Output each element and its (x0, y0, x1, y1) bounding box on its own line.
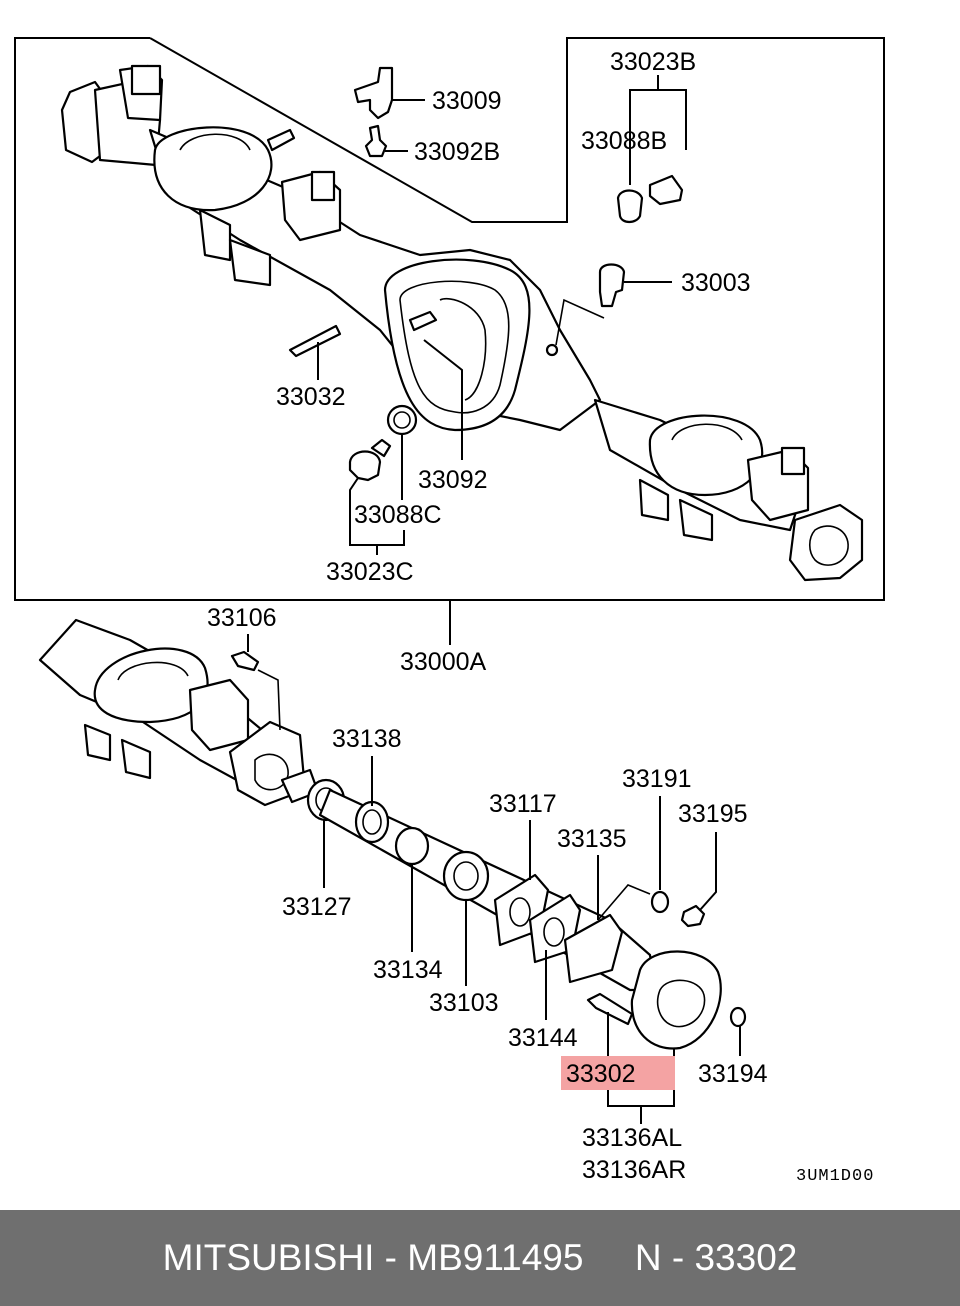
label-33009[interactable]: 33009 (432, 87, 502, 115)
axle-housing-drawing (60, 64, 864, 582)
label-33088B[interactable]: 33088B (581, 127, 667, 155)
small-parts-upper (288, 66, 684, 482)
axle-shaft-drawing (38, 618, 747, 1050)
label-33134[interactable]: 33134 (373, 956, 443, 984)
label-33135[interactable]: 33135 (557, 825, 627, 853)
label-33195[interactable]: 33195 (678, 800, 748, 828)
label-33092B[interactable]: 33092B (414, 138, 500, 166)
diagram-code: 3UM1D00 (796, 1167, 874, 1186)
label-33000A[interactable]: 33000A (400, 648, 487, 676)
label-33092[interactable]: 33092 (418, 466, 488, 494)
leader-lines-upper (317, 75, 687, 645)
label-33106[interactable]: 33106 (207, 604, 277, 632)
label-33088C[interactable]: 33088C (354, 501, 442, 529)
label-33136AL[interactable]: 33136AL (582, 1124, 682, 1152)
label-33023C[interactable]: 33023C (326, 558, 414, 586)
label-33103[interactable]: 33103 (429, 989, 499, 1017)
label-33194[interactable]: 33194 (698, 1060, 768, 1088)
label-33003[interactable]: 33003 (681, 269, 751, 297)
assembly-frame (14, 37, 885, 601)
part-labels: 33009 33092B 33023B 33088B 33003 33032 3… (207, 48, 874, 1186)
footer-part-info: MITSUBISHI - MB911495 N - 33302 (162, 1237, 798, 1278)
label-33302[interactable]: 33302 (566, 1060, 636, 1088)
parts-diagram: 33009 33092B 33023B 33088B 33003 33032 3… (14, 37, 885, 1186)
label-33191[interactable]: 33191 (622, 765, 692, 793)
label-33138[interactable]: 33138 (332, 725, 402, 753)
footer-bar: MITSUBISHI - MB911495 N - 33302 (0, 1210, 960, 1306)
label-33127[interactable]: 33127 (282, 893, 352, 921)
highlight-33302 (561, 1056, 675, 1090)
label-33136AR[interactable]: 33136AR (582, 1156, 686, 1184)
label-33032[interactable]: 33032 (276, 383, 346, 411)
label-33117[interactable]: 33117 (489, 790, 557, 818)
label-33144[interactable]: 33144 (508, 1024, 578, 1052)
label-33023B[interactable]: 33023B (610, 48, 696, 76)
